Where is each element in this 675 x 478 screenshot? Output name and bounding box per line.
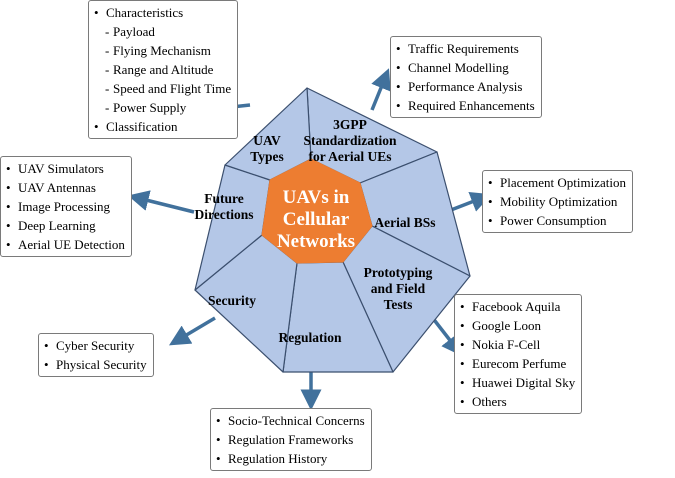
- list-item: Characteristics: [93, 3, 231, 22]
- connector-arrow-security: [168, 316, 216, 346]
- list-item: Image Processing: [5, 197, 125, 216]
- segment-label-prototyping: and Field: [371, 281, 426, 296]
- prototyping-box: Facebook AquilaGoogle LoonNokia F-CellEu…: [454, 294, 583, 414]
- aerial-bss-box: Placement OptimizationMobility Optimizat…: [482, 170, 633, 233]
- list-item: Channel Modelling: [395, 58, 535, 77]
- list-item: Required Enhancements: [395, 96, 535, 115]
- list-item: Nokia F-Cell: [459, 335, 575, 354]
- segment-label-3gpp: 3GPP: [333, 117, 367, 132]
- standardization-box: Traffic RequirementsChannel ModellingPer…: [390, 36, 542, 118]
- list-item: Google Loon: [459, 316, 575, 335]
- list-item: UAV Simulators: [5, 159, 125, 178]
- sub-list-item: Flying Mechanism: [93, 41, 231, 60]
- future-directions-box: UAV SimulatorsUAV AntennasImage Processi…: [0, 156, 132, 257]
- sub-list-item: Range and Altitude: [93, 60, 231, 79]
- connector-arrow-future-directions: [127, 190, 195, 214]
- list-item: Mobility Optimization: [487, 192, 626, 211]
- list-item: Placement Optimization: [487, 173, 626, 192]
- list-item: Others: [459, 392, 575, 411]
- regulation-box: Socio-Technical ConcernsRegulation Frame…: [210, 408, 372, 471]
- segment-label-aerial-bss: Aerial BSs: [374, 215, 435, 230]
- list-item: Power Consumption: [487, 211, 626, 230]
- segment-label-future-directions: Future: [204, 191, 244, 206]
- list-item: Performance Analysis: [395, 77, 535, 96]
- segment-label-uav-types: UAV: [253, 133, 281, 148]
- sub-list-item: Payload: [93, 22, 231, 41]
- segment-label-prototyping: Prototyping: [364, 265, 433, 280]
- center-title-line: Cellular: [283, 209, 350, 230]
- list-item: Physical Security: [43, 355, 147, 374]
- list-item: Aerial UE Detection: [5, 235, 125, 254]
- list-item: Deep Learning: [5, 216, 125, 235]
- list-item: Huawei Digital Sky: [459, 373, 575, 392]
- list-item: Facebook Aquila: [459, 297, 575, 316]
- segment-label-uav-types: Types: [250, 149, 284, 164]
- center-title-line: Networks: [277, 231, 355, 252]
- segment-label-prototyping: Tests: [384, 297, 413, 312]
- connector-arrow-3gpp: [370, 68, 391, 111]
- security-box: Cyber SecurityPhysical Security: [38, 333, 154, 377]
- list-item: Socio-Technical Concerns: [215, 411, 365, 430]
- uav-types-box: CharacteristicsPayloadFlying MechanismRa…: [88, 0, 239, 139]
- list-item: Classification: [93, 117, 231, 136]
- center-heptagon: [261, 158, 373, 264]
- list-item: Regulation History: [215, 449, 365, 468]
- list-item: Regulation Frameworks: [215, 430, 365, 449]
- list-item: Cyber Security: [43, 336, 147, 355]
- sub-list-item: Power Supply: [93, 98, 231, 117]
- list-item: Eurecom Perfume: [459, 354, 575, 373]
- list-item: UAV Antennas: [5, 178, 125, 197]
- segment-label-3gpp: for Aerial UEs: [309, 149, 392, 164]
- segment-label-regulation: Regulation: [278, 330, 341, 345]
- segment-label-3gpp: Standardization: [303, 133, 397, 148]
- center-title-line: UAVs in: [283, 187, 350, 208]
- segment-label-security: Security: [208, 293, 256, 308]
- sub-list-item: Speed and Flight Time: [93, 79, 231, 98]
- segment-label-future-directions: Directions: [195, 207, 254, 222]
- list-item: Traffic Requirements: [395, 39, 535, 58]
